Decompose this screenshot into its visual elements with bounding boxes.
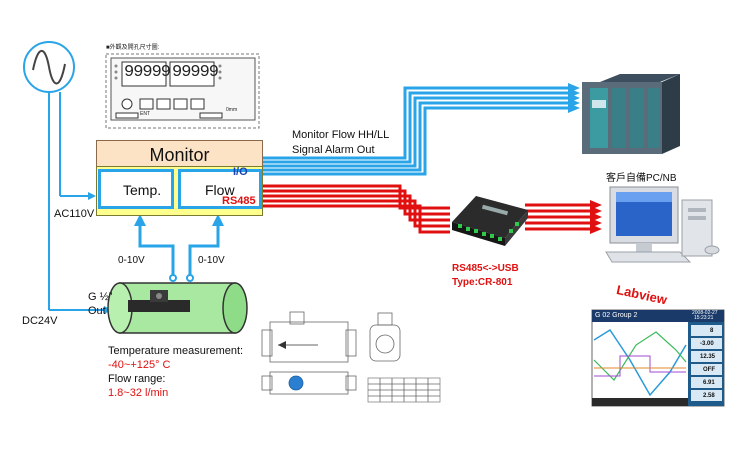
display-right-digits: 99999 (172, 63, 219, 82)
port-size-label: G ½” (88, 291, 113, 303)
flow-channel: Flow (178, 169, 262, 209)
monitor-title: Monitor (149, 145, 210, 165)
alarm-text-line2: Signal Alarm Out (292, 144, 375, 156)
front-panel-caption: ■外觀及開孔尺寸圖: (106, 45, 160, 51)
dc-voltage-label: DC24V (22, 315, 58, 327)
reading-2: -3.00 (700, 341, 714, 347)
temp-range-title: Temperature measurement: (108, 345, 244, 357)
reading-4: OFF (703, 367, 715, 373)
reading-5: 6.91 (703, 380, 715, 386)
screenshot-title: G 02 Group 2 (595, 312, 638, 319)
temp-range-value: -40~+125° C (108, 359, 171, 371)
sensor-technical-drawing (261, 311, 441, 403)
converter-label: RS485<->USB (452, 263, 519, 274)
alarm-signal-bundle (261, 86, 570, 176)
ac-voltage-label: AC110V (54, 208, 95, 220)
front-panel-drawing (105, 53, 260, 129)
alarm-arrowheads (568, 83, 580, 113)
flow-range-title: Flow range: (108, 373, 166, 385)
labview-screenshot (591, 309, 725, 407)
temp-label: Temp. (123, 182, 162, 198)
pc-label: 客戶自備PC/NB (606, 173, 677, 184)
screenshot-time: 15:23:21 (694, 315, 714, 321)
power-lines (48, 92, 112, 314)
sensor-terminals (169, 274, 194, 282)
panel-unit-label: 0mm (226, 107, 238, 113)
temp-channel: Temp. (98, 169, 174, 209)
analog-signal-lines (138, 222, 220, 280)
alarm-text-line1: Monitor Flow HH/LL (292, 129, 390, 141)
reading-6: 2.58 (703, 393, 715, 399)
rs485-bundle (261, 184, 590, 234)
reading-3: 12.35 (700, 354, 716, 360)
flow-label: Flow (205, 182, 235, 198)
flow-sensor (107, 282, 248, 334)
plc-icon (582, 74, 680, 154)
reading-1: 8 (710, 328, 714, 334)
rs485-usb-converter-icon (452, 196, 528, 246)
ent-key-label: ENT (140, 111, 150, 117)
screenshot-date: 2008-02-27 (692, 310, 718, 316)
pc-icon (605, 186, 720, 263)
rs485-arrowheads (590, 200, 602, 234)
temp-signal-label: 0-10V (118, 255, 145, 266)
flow-signal-label: 0-10V (198, 255, 225, 266)
io-label: I/O (233, 166, 248, 178)
flow-range-value: 1.8~32 l/min (108, 387, 169, 399)
monitor-header: Monitor (96, 140, 263, 168)
display-left-digits: 99999 (124, 63, 171, 82)
out-label: Out (88, 305, 106, 317)
rs485-label: RS485 (222, 195, 256, 207)
converter-type: Type:CR-801 (452, 277, 513, 288)
ac-source-icon (23, 41, 75, 93)
analog-arrowheads (134, 214, 224, 226)
